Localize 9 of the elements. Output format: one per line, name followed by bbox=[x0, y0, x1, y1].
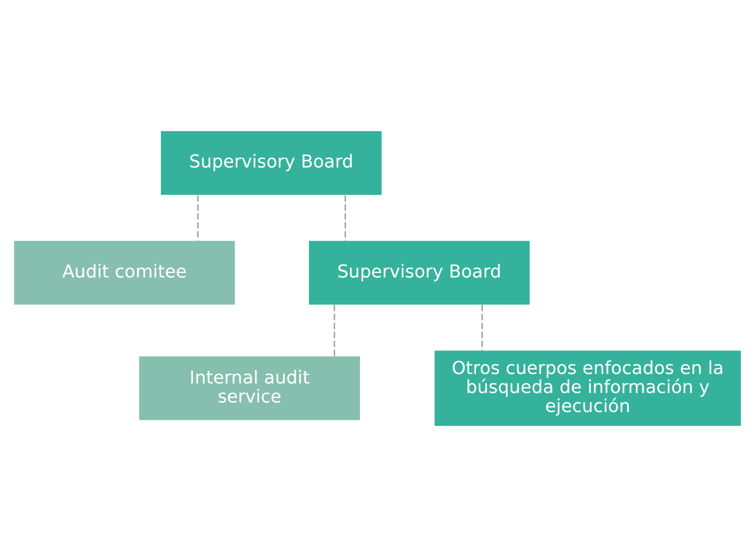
connector bbox=[344, 195, 346, 241]
node-box: Supervisory Board bbox=[160, 131, 382, 195]
node-box: Audit comitee bbox=[14, 240, 235, 305]
connector bbox=[482, 304, 483, 351]
node-box: Otros cuerpos enfocados en la búsqueda de información y ejecución bbox=[434, 350, 741, 426]
node-box: Internal audit service bbox=[139, 356, 360, 420]
connector bbox=[334, 304, 336, 356]
node-box: Supervisory Board bbox=[308, 240, 530, 305]
connector bbox=[197, 195, 199, 241]
